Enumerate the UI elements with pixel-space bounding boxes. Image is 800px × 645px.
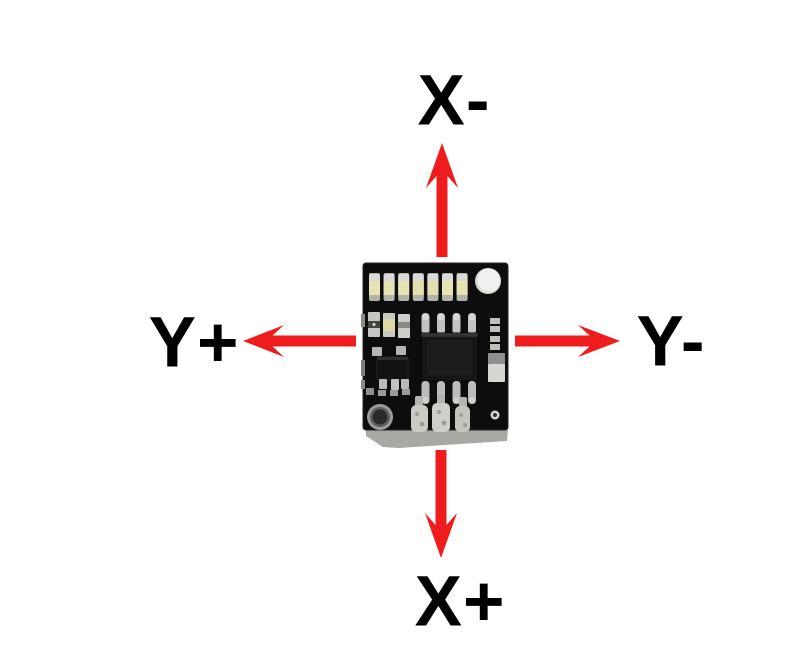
axis-label-y-plus: Y+ [148,303,240,383]
right-side-pads [490,318,500,350]
axis-label-x-plus: X+ [414,562,506,642]
via-dot [490,410,500,420]
smd-led [398,273,410,301]
smd-led [442,273,453,301]
smd-led [383,273,395,301]
mounting-hole [367,404,393,430]
pcb-module [361,262,509,448]
smd-resistor [368,312,380,337]
pcb-bottom-edge [366,426,508,448]
solder-pads [411,395,470,432]
smd-resistor [398,314,410,338]
ic-chip [420,332,479,382]
axis-label-y-minus: Y- [636,302,706,382]
smd-led-small [383,313,395,337]
sot23-transistor [366,346,410,396]
smd-capacitor [488,353,505,382]
ic-chip-top-pins [421,313,476,334]
x-plus-arrow-down-icon [425,450,457,558]
axis-label-x-minus: X- [417,61,491,141]
smd-led [456,273,468,301]
edge-pads [361,314,365,389]
x-minus-arrow-up-icon [426,143,458,257]
y-minus-arrow-right-icon [515,325,620,357]
corner-pad [475,268,501,294]
smd-led-row [369,273,468,301]
smd-led [412,273,424,301]
y-plus-arrow-left-icon [243,325,356,357]
smd-led [369,273,380,301]
smd-led [427,273,439,301]
